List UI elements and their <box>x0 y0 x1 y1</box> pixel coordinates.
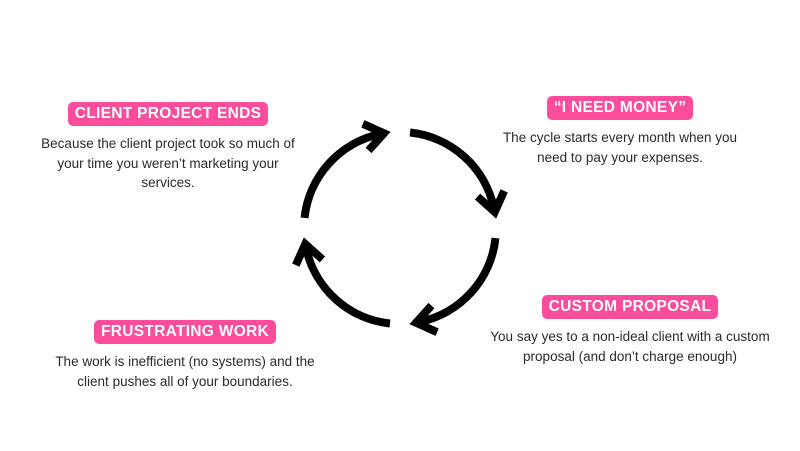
step-title-badge: FRUSTRATING WORK <box>93 320 277 344</box>
cycle-arrow-arc <box>419 237 500 326</box>
cycle-arrowhead-icon <box>474 189 508 219</box>
cycle-arrow-arc <box>300 130 381 219</box>
step-description: The cycle starts every month when you ne… <box>502 130 738 165</box>
cycle-arrowhead-icon <box>361 120 391 154</box>
step-i-need-money: “I NEED MONEY” The cycle starts every mo… <box>490 96 750 167</box>
cycle-arrow-arc <box>409 128 498 209</box>
cycle-arrow-arc <box>302 247 391 328</box>
step-frustrating-work: FRUSTRATING WORK The work is inefficient… <box>40 320 330 391</box>
step-title-badge: “I NEED MONEY” <box>546 96 694 120</box>
step-client-project-ends: CLIENT PROJECT ENDS Because the client p… <box>38 102 298 193</box>
step-description: The work is inefficient (no systems) and… <box>55 354 315 389</box>
cycle-arrowhead-icon <box>292 237 326 267</box>
cycle-arrowhead-icon <box>409 302 439 336</box>
step-description: Because the client project took so much … <box>41 136 295 190</box>
step-title-badge: CLIENT PROJECT ENDS <box>67 102 269 126</box>
step-custom-proposal: CUSTOM PROPOSAL You say yes to a non-ide… <box>480 295 780 366</box>
step-description: You say yes to a non-ideal client with a… <box>490 329 770 364</box>
step-title-badge: CUSTOM PROPOSAL <box>541 295 719 319</box>
